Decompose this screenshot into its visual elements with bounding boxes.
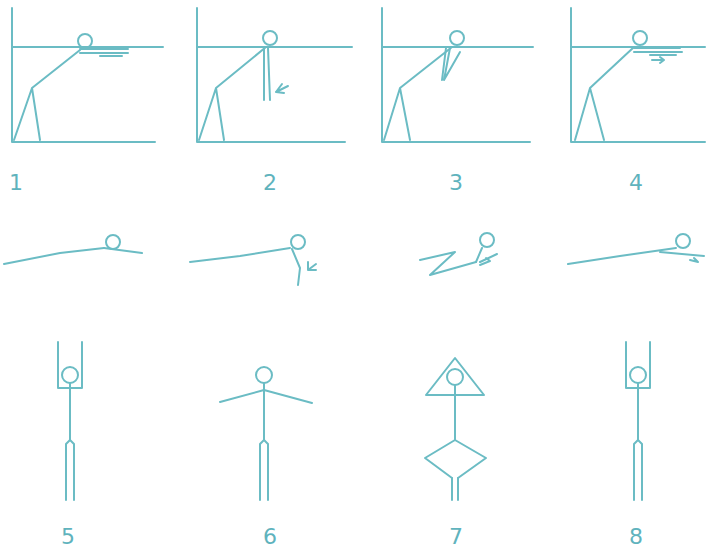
figure-3: [382, 8, 533, 142]
standing-figure-7: [425, 358, 486, 500]
lying-figure-8: [568, 234, 704, 264]
figure-number: 4: [629, 172, 643, 194]
lying-figure-6: [190, 235, 316, 285]
figure-number: 2: [263, 172, 277, 194]
figure-number: 1: [9, 172, 23, 194]
figure-number: 8: [629, 526, 643, 548]
standing-figure-6: [220, 367, 312, 500]
standing-figure-8: [626, 342, 650, 500]
figure-number: 5: [61, 526, 75, 548]
figure-2: [197, 8, 352, 142]
standing-figure-5: [58, 342, 82, 500]
figure-number: 3: [449, 172, 463, 194]
lying-figure-7: [420, 233, 497, 275]
figure-number: 7: [449, 526, 463, 548]
figure-1: [12, 8, 163, 142]
lying-figure-5: [4, 235, 142, 264]
figure-number: 6: [263, 526, 277, 548]
figure-4: [571, 8, 705, 142]
